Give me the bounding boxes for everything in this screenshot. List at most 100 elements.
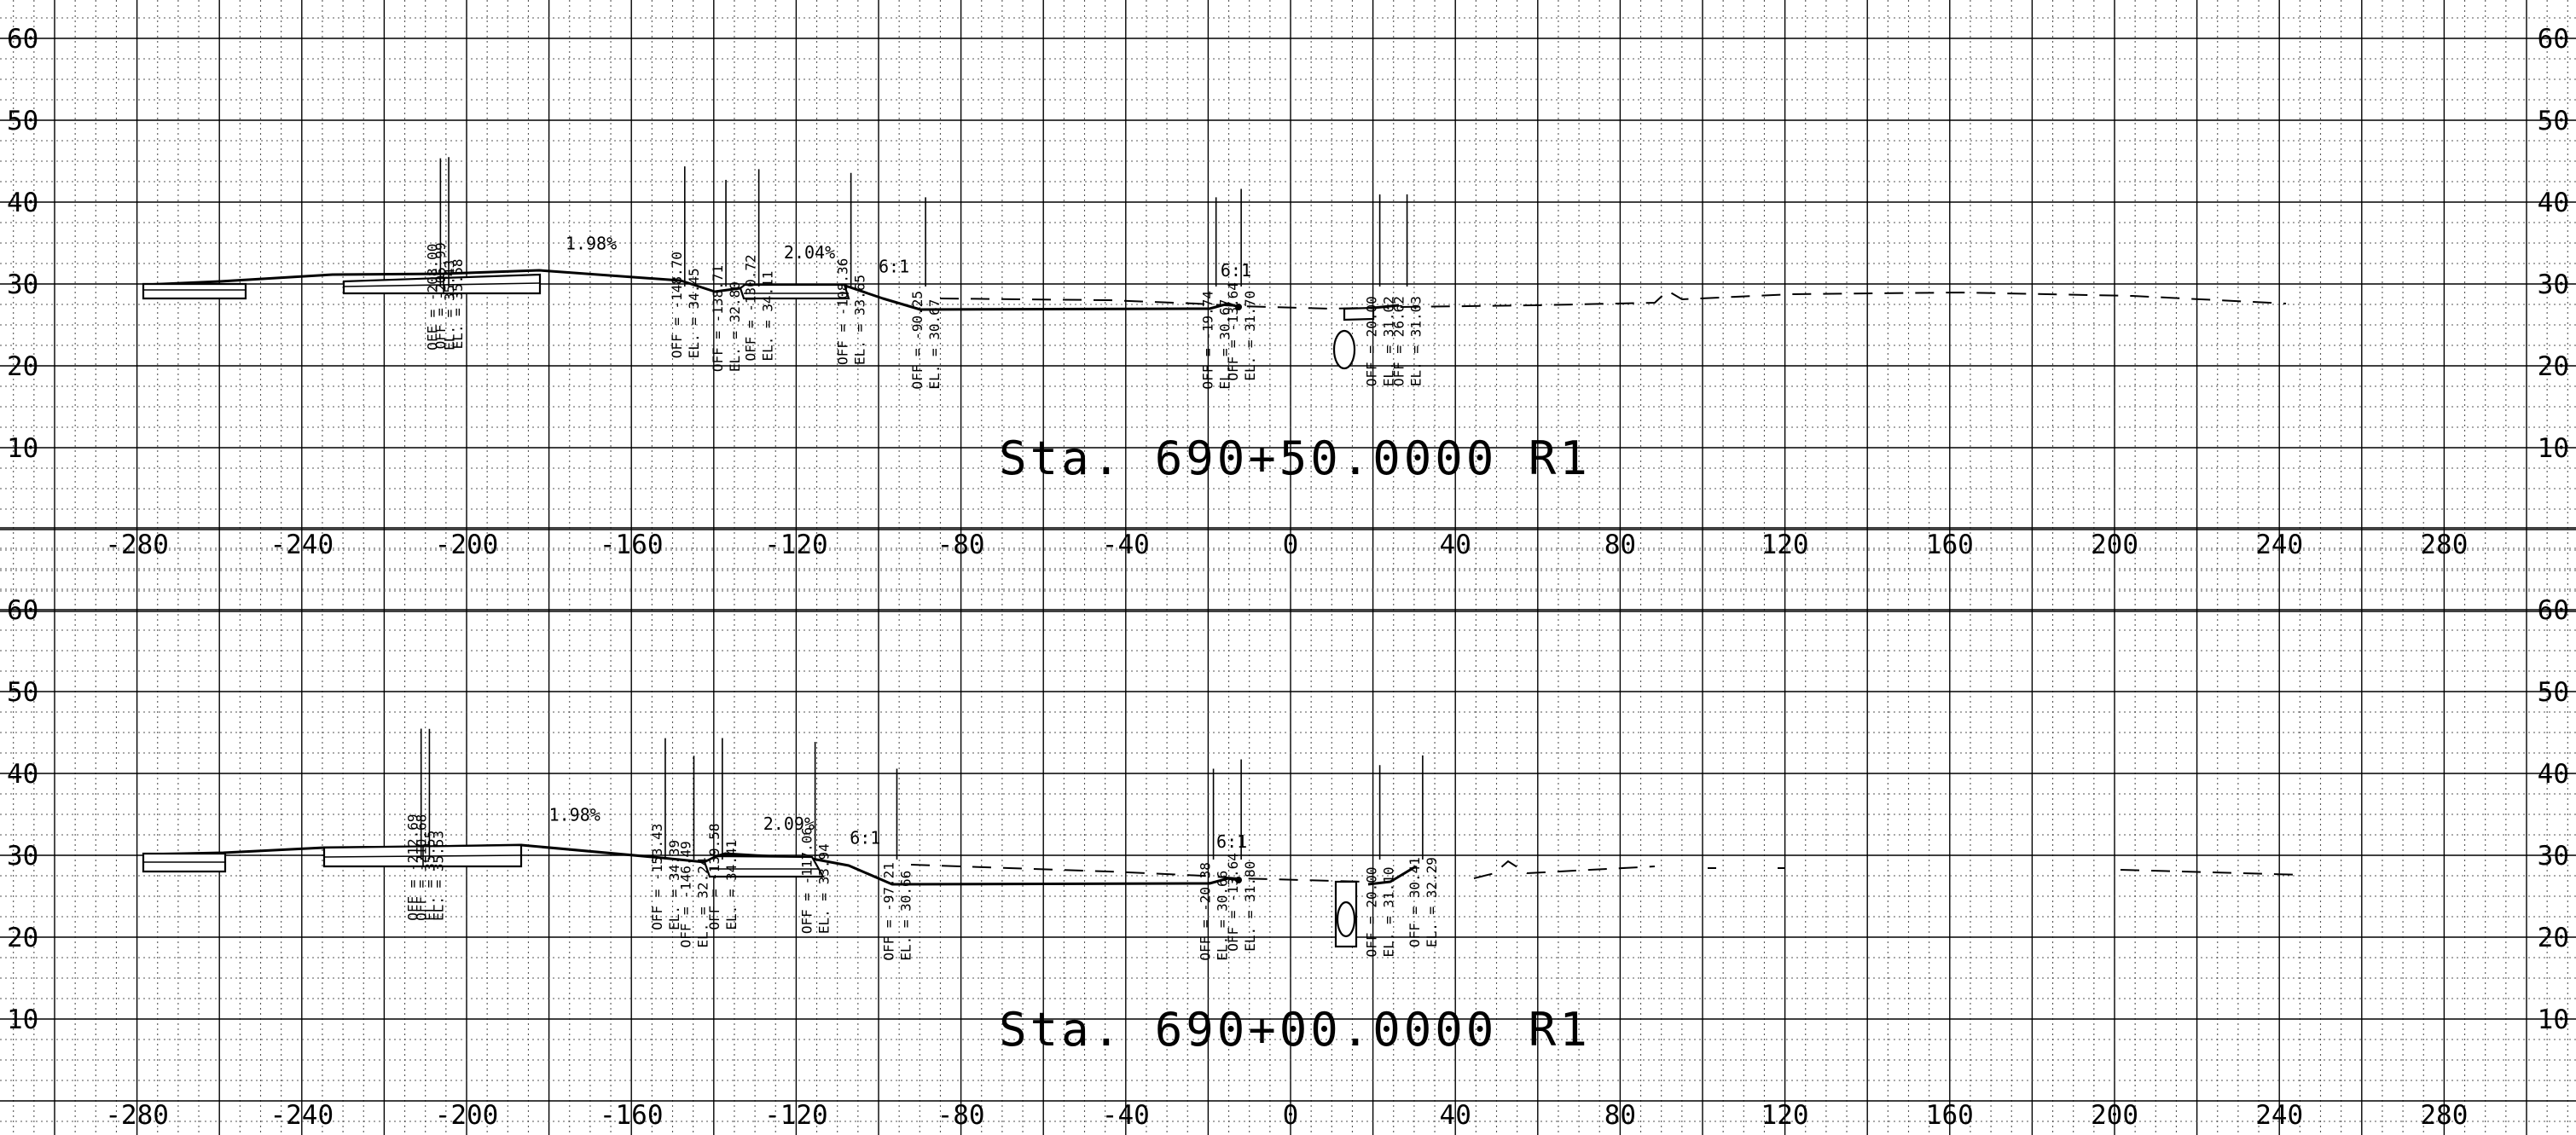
slope-label: 6:1 (1216, 831, 1247, 852)
offset-annotation: OFF = -90.25 (909, 291, 925, 390)
elevation-annotation: EL. = 31.03 (1408, 296, 1424, 386)
x-axis-label: -280 (105, 1100, 169, 1131)
x-axis-label: 120 (1761, 1100, 1809, 1131)
pavement-section (703, 854, 825, 878)
pavement-section (739, 283, 850, 300)
x-axis-label: 200 (2091, 530, 2138, 560)
x-axis-label: -120 (764, 1100, 828, 1131)
slope-label: 1.98% (549, 804, 600, 825)
offset-annotation: OFF = -153.43 (649, 824, 665, 930)
y-axis-label: 60 (2538, 595, 2569, 626)
x-axis-label: 120 (1761, 530, 1809, 560)
slope-label: 1.98% (566, 233, 617, 253)
x-axis-label: 40 (1440, 1100, 1471, 1131)
x-axis-label: -240 (270, 1100, 334, 1131)
y-axis-label: 50 (7, 106, 38, 136)
elevation-annotation: EL. = 32.29 (1424, 857, 1440, 947)
y-axis-label: 10 (2538, 1005, 2569, 1035)
elevation-annotation: EL. = 35.55 (422, 831, 438, 921)
elevation-annotation: EL. = 34.39 (666, 840, 682, 930)
elevation-annotation: EL. = 33.94 (816, 843, 833, 934)
y-axis-label: 60 (2538, 24, 2569, 55)
x-axis-label: -40 (1102, 1100, 1150, 1131)
y-axis-label: 10 (7, 433, 38, 464)
elevation-annotation: EL. = 31.02 (1381, 296, 1397, 386)
elevation-annotation: EL. = 34.45 (686, 268, 702, 358)
slope-label: 6:1 (850, 827, 880, 848)
drainage-pipe (1332, 329, 1356, 370)
offset-leaders (439, 157, 1408, 287)
offset-annotation: OFF = -19.74 (1200, 291, 1216, 390)
elevation-annotation: EL. = 35.53 (430, 831, 446, 921)
elevation-annotation: EL. = 30.67 (926, 299, 943, 390)
offset-annotation: OFF = 30.41 (1407, 857, 1423, 947)
ditch-foreslope (1372, 304, 1400, 310)
y-axis-label: 30 (7, 841, 38, 872)
slope-label: 2.09% (763, 814, 815, 834)
elevation-annotation: EL. = 34.41 (723, 840, 740, 930)
y-axis-label: 40 (7, 188, 38, 218)
offset-annotation: OFF = -210.68 (413, 814, 429, 921)
offset-annotation: OFF = -13.64 (1225, 282, 1241, 381)
hinge-point (1235, 304, 1242, 310)
pavement-section (342, 273, 542, 295)
x-axis-label: 40 (1440, 530, 1471, 560)
offset-annotation: OFF = 20.00 (1364, 866, 1380, 957)
elevation-annotation: EL. = 33.65 (852, 275, 868, 365)
y-axis-label: 40 (7, 759, 38, 790)
elevation-annotation: EL. = 30.67 (1217, 299, 1233, 390)
elevation-annotation: EL. = 31.10 (1381, 866, 1397, 957)
elevation-annotation: EL. = 35.43 (441, 260, 457, 350)
x-axis-label: 80 (1604, 1100, 1636, 1131)
existing-ground-line (910, 860, 2304, 883)
x-axis-label: 240 (2255, 530, 2303, 560)
offset-annotation: OFF = -108.36 (835, 258, 851, 365)
pavement-layer-line (343, 282, 541, 287)
y-axis-label: 10 (7, 1005, 38, 1035)
x-axis-label: 160 (1926, 1100, 1974, 1131)
x-axis-label: -240 (270, 530, 334, 560)
slope-label: 6:1 (1221, 260, 1251, 281)
slope-label: 6:1 (879, 256, 909, 276)
y-axis-label: 40 (2538, 188, 2569, 218)
elevation-annotation: EL. = 31.80 (1242, 861, 1258, 952)
y-axis-label: 60 (7, 24, 38, 55)
y-axis-label: 30 (2538, 841, 2569, 872)
station-label: Sta. 690+50.0000 R1 (999, 431, 1591, 485)
offset-leaders (420, 728, 1424, 860)
pavement-section (142, 282, 247, 300)
y-axis-label: 30 (7, 269, 38, 300)
section-geometry (142, 269, 2287, 370)
offset-annotation: OFF = -13.64 (1225, 853, 1241, 952)
x-axis-label: -40 (1102, 530, 1150, 560)
x-axis-label: -80 (937, 1100, 985, 1131)
elevation-annotation: EL. = 30.66 (1215, 871, 1231, 961)
elevation-annotation: EL. = 34.11 (760, 271, 776, 362)
y-axis-label: 20 (2538, 351, 2569, 382)
elevation-annotation: EL. = 31.70 (1242, 291, 1258, 381)
offset-annotation: OFF = -20.38 (1198, 862, 1214, 961)
station-label: Sta. 690+00.0000 R1 (999, 1003, 1591, 1057)
offset-annotation: OFF = -138.71 (710, 265, 726, 372)
culvert-pipe (1343, 306, 1375, 321)
offset-annotation: OFF = -97.21 (880, 862, 896, 961)
offset-annotation: OFF = -117.06 (799, 827, 815, 934)
y-axis-label: 50 (2538, 677, 2569, 708)
slope-label: 2.04% (784, 242, 835, 263)
y-axis-label: 10 (2538, 433, 2569, 464)
ditch-foreslope (1367, 865, 1417, 886)
elevation-annotation: EL. = 32.80 (727, 281, 743, 372)
y-axis-label: 20 (2538, 923, 2569, 953)
y-axis-label: 30 (2538, 269, 2569, 300)
offset-annotation: OFF = -148.70 (669, 252, 685, 358)
x-axis-label: -200 (435, 1100, 499, 1131)
y-axis-label: 20 (7, 351, 38, 382)
elevation-annotation: EL. = 30.66 (897, 871, 914, 961)
offset-annotation: OFF = -146.49 (677, 841, 693, 947)
x-axis-label: 0 (1283, 1100, 1299, 1131)
y-axis-label: 40 (2538, 759, 2569, 790)
